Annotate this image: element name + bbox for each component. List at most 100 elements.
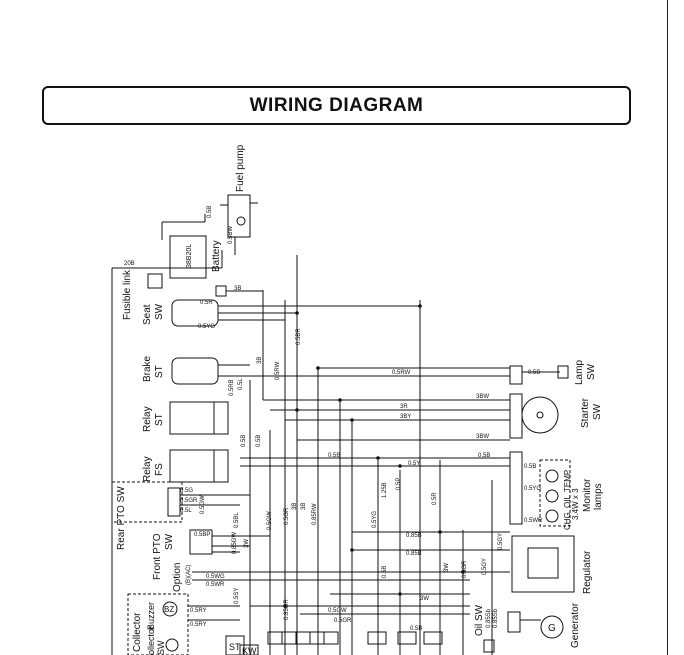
wire-label: 3BW (476, 394, 489, 400)
title-banner: WIRING DIAGRAM (42, 86, 631, 125)
monitor-lamps-label-2: Monitor (582, 478, 593, 512)
wire-label: 0.5GW (267, 511, 273, 530)
wire-label: 1.25B (382, 482, 388, 498)
option-label: Option (172, 563, 183, 592)
seat-sw-label-2: SW (154, 303, 165, 320)
wire-label: 0.5GW (328, 608, 347, 614)
wire-label: 0.5BW (228, 226, 234, 244)
wire-label: 0.5L (238, 378, 244, 390)
regulator-label: Regulator (582, 550, 593, 594)
buzzer-label: Buzzer (146, 602, 156, 630)
wire-label: 3BW (476, 434, 489, 440)
wire-label: 0.85Sb (493, 608, 499, 628)
wire-label: 0.5B (207, 206, 213, 218)
wire-label: 0.5R (200, 300, 213, 306)
st-box-label: ST (229, 642, 241, 652)
wire-label: 0.5GY (498, 533, 504, 550)
chg-label: CHG (563, 512, 572, 530)
collector-sw-label-1: ollector (146, 626, 156, 655)
option-sub-label: (B)(AC) (186, 565, 192, 585)
brake-st-label-1: Brake (142, 355, 153, 382)
wire-label: 0.5RY (190, 608, 207, 614)
page-edge (667, 0, 668, 655)
wire-label: 0.5GR (334, 618, 352, 624)
wire-label: 20B (124, 261, 135, 267)
relay-st-label-1: Relay (142, 406, 153, 432)
wire-label: 0.85Sb (486, 608, 492, 628)
wire-label: 0.85B (406, 551, 422, 557)
wire-label: 0.5BR (296, 328, 302, 345)
wire-label: 0.5GY (482, 558, 488, 575)
wire-label: 3B (257, 357, 263, 364)
relay-st-label-2: ST (154, 413, 165, 426)
rear-pto-sw-label: Rear PTO SW (116, 486, 127, 550)
wire-label: 0.5WG (206, 574, 225, 580)
wire-label: 0.5YG (372, 511, 378, 528)
wire-label: 0.5BP (194, 532, 210, 538)
wire-label: 0.5RB (229, 379, 235, 396)
wire-label: 3BY (400, 414, 411, 420)
wire-label: 0.85RW (312, 503, 318, 525)
starter-sw-label-1: Starter (580, 397, 591, 428)
oil-sw-label: Oil SW (474, 604, 485, 636)
bz-label: BZ (164, 605, 174, 614)
monitor-lamps-label-1: 3.4W x 3 (571, 488, 580, 520)
lamp-sw-label-2: SW (586, 363, 597, 380)
wire-label: 0.5RY (190, 622, 207, 628)
kw-box-label: KW (242, 646, 257, 655)
wire-label: 0.5B (410, 626, 422, 632)
wire-label: 3B (301, 503, 307, 510)
front-pto-sw-label-1: Front PTO (152, 533, 163, 580)
wire-label: 3B (234, 286, 241, 292)
wire-label: 0.85GR (284, 599, 290, 620)
wire-label: 3W (444, 563, 450, 572)
wire-label: 0.5B (256, 435, 262, 447)
wire-label: 0.5WR (524, 518, 543, 524)
wire-label: 0.5WR (206, 582, 225, 588)
collector-sw-label-2: SW (156, 640, 166, 655)
fuel-pump-label: Fuel pump (235, 144, 246, 192)
wire-label: 0.5G (180, 488, 193, 494)
monitor-lamps-label-3: lamps (593, 483, 604, 510)
wire-label: 0.5SY (234, 588, 240, 604)
wire-label: 0.5B (524, 464, 536, 470)
wire-label: 0.5GW (200, 495, 206, 514)
wire-label: 0.5B (328, 453, 340, 459)
relay-fs-label-2: FS (154, 463, 165, 476)
wire-label: 3B (292, 503, 298, 510)
wire-label: 0.5GR (180, 498, 198, 504)
collector-label: Collector (132, 612, 143, 652)
wire-label: 0.5YG (524, 486, 541, 492)
wire-label: 0.5Y (408, 461, 420, 467)
lamp-sw-label-1: Lamp (574, 360, 585, 385)
g-label: G (548, 623, 556, 634)
wire-label: 0.5GR (284, 507, 290, 525)
generator-label: Generator (570, 602, 581, 648)
wire-label: 0.5RW (275, 361, 281, 380)
wire-label: 0.5B (528, 370, 540, 376)
wire-label: 0.5R (432, 492, 438, 505)
wire-label: 0.5RW (392, 370, 411, 376)
fusible-link-label: Fusible link (122, 269, 133, 320)
battery-model-label: 38B20L (186, 244, 193, 268)
temp-label: TEMP (563, 470, 572, 492)
wire-label: 0.5B (382, 566, 388, 578)
oil-label: OIL (563, 495, 572, 508)
wire-label: 0.5L (180, 508, 192, 514)
starter-sw-label-2: SW (592, 403, 603, 420)
wire-label: 3W (420, 596, 429, 602)
page-title: WIRING DIAGRAM (249, 94, 424, 116)
wire-label: 0.85B (406, 533, 422, 539)
battery-label: Battery (211, 240, 222, 272)
front-pto-sw-label-2: SW (164, 533, 175, 550)
wire-label: 0.5BL (234, 512, 240, 528)
wire-label: 0.5B (478, 453, 490, 459)
wire-label: 3W (244, 539, 250, 548)
wire-label: 0.5GR (462, 560, 468, 578)
seat-sw-label-1: Seat (142, 304, 153, 325)
wire-label: 0.5P (396, 478, 402, 490)
wire-label: 3R (400, 404, 408, 410)
wire-label: 0.85GW (232, 532, 238, 554)
